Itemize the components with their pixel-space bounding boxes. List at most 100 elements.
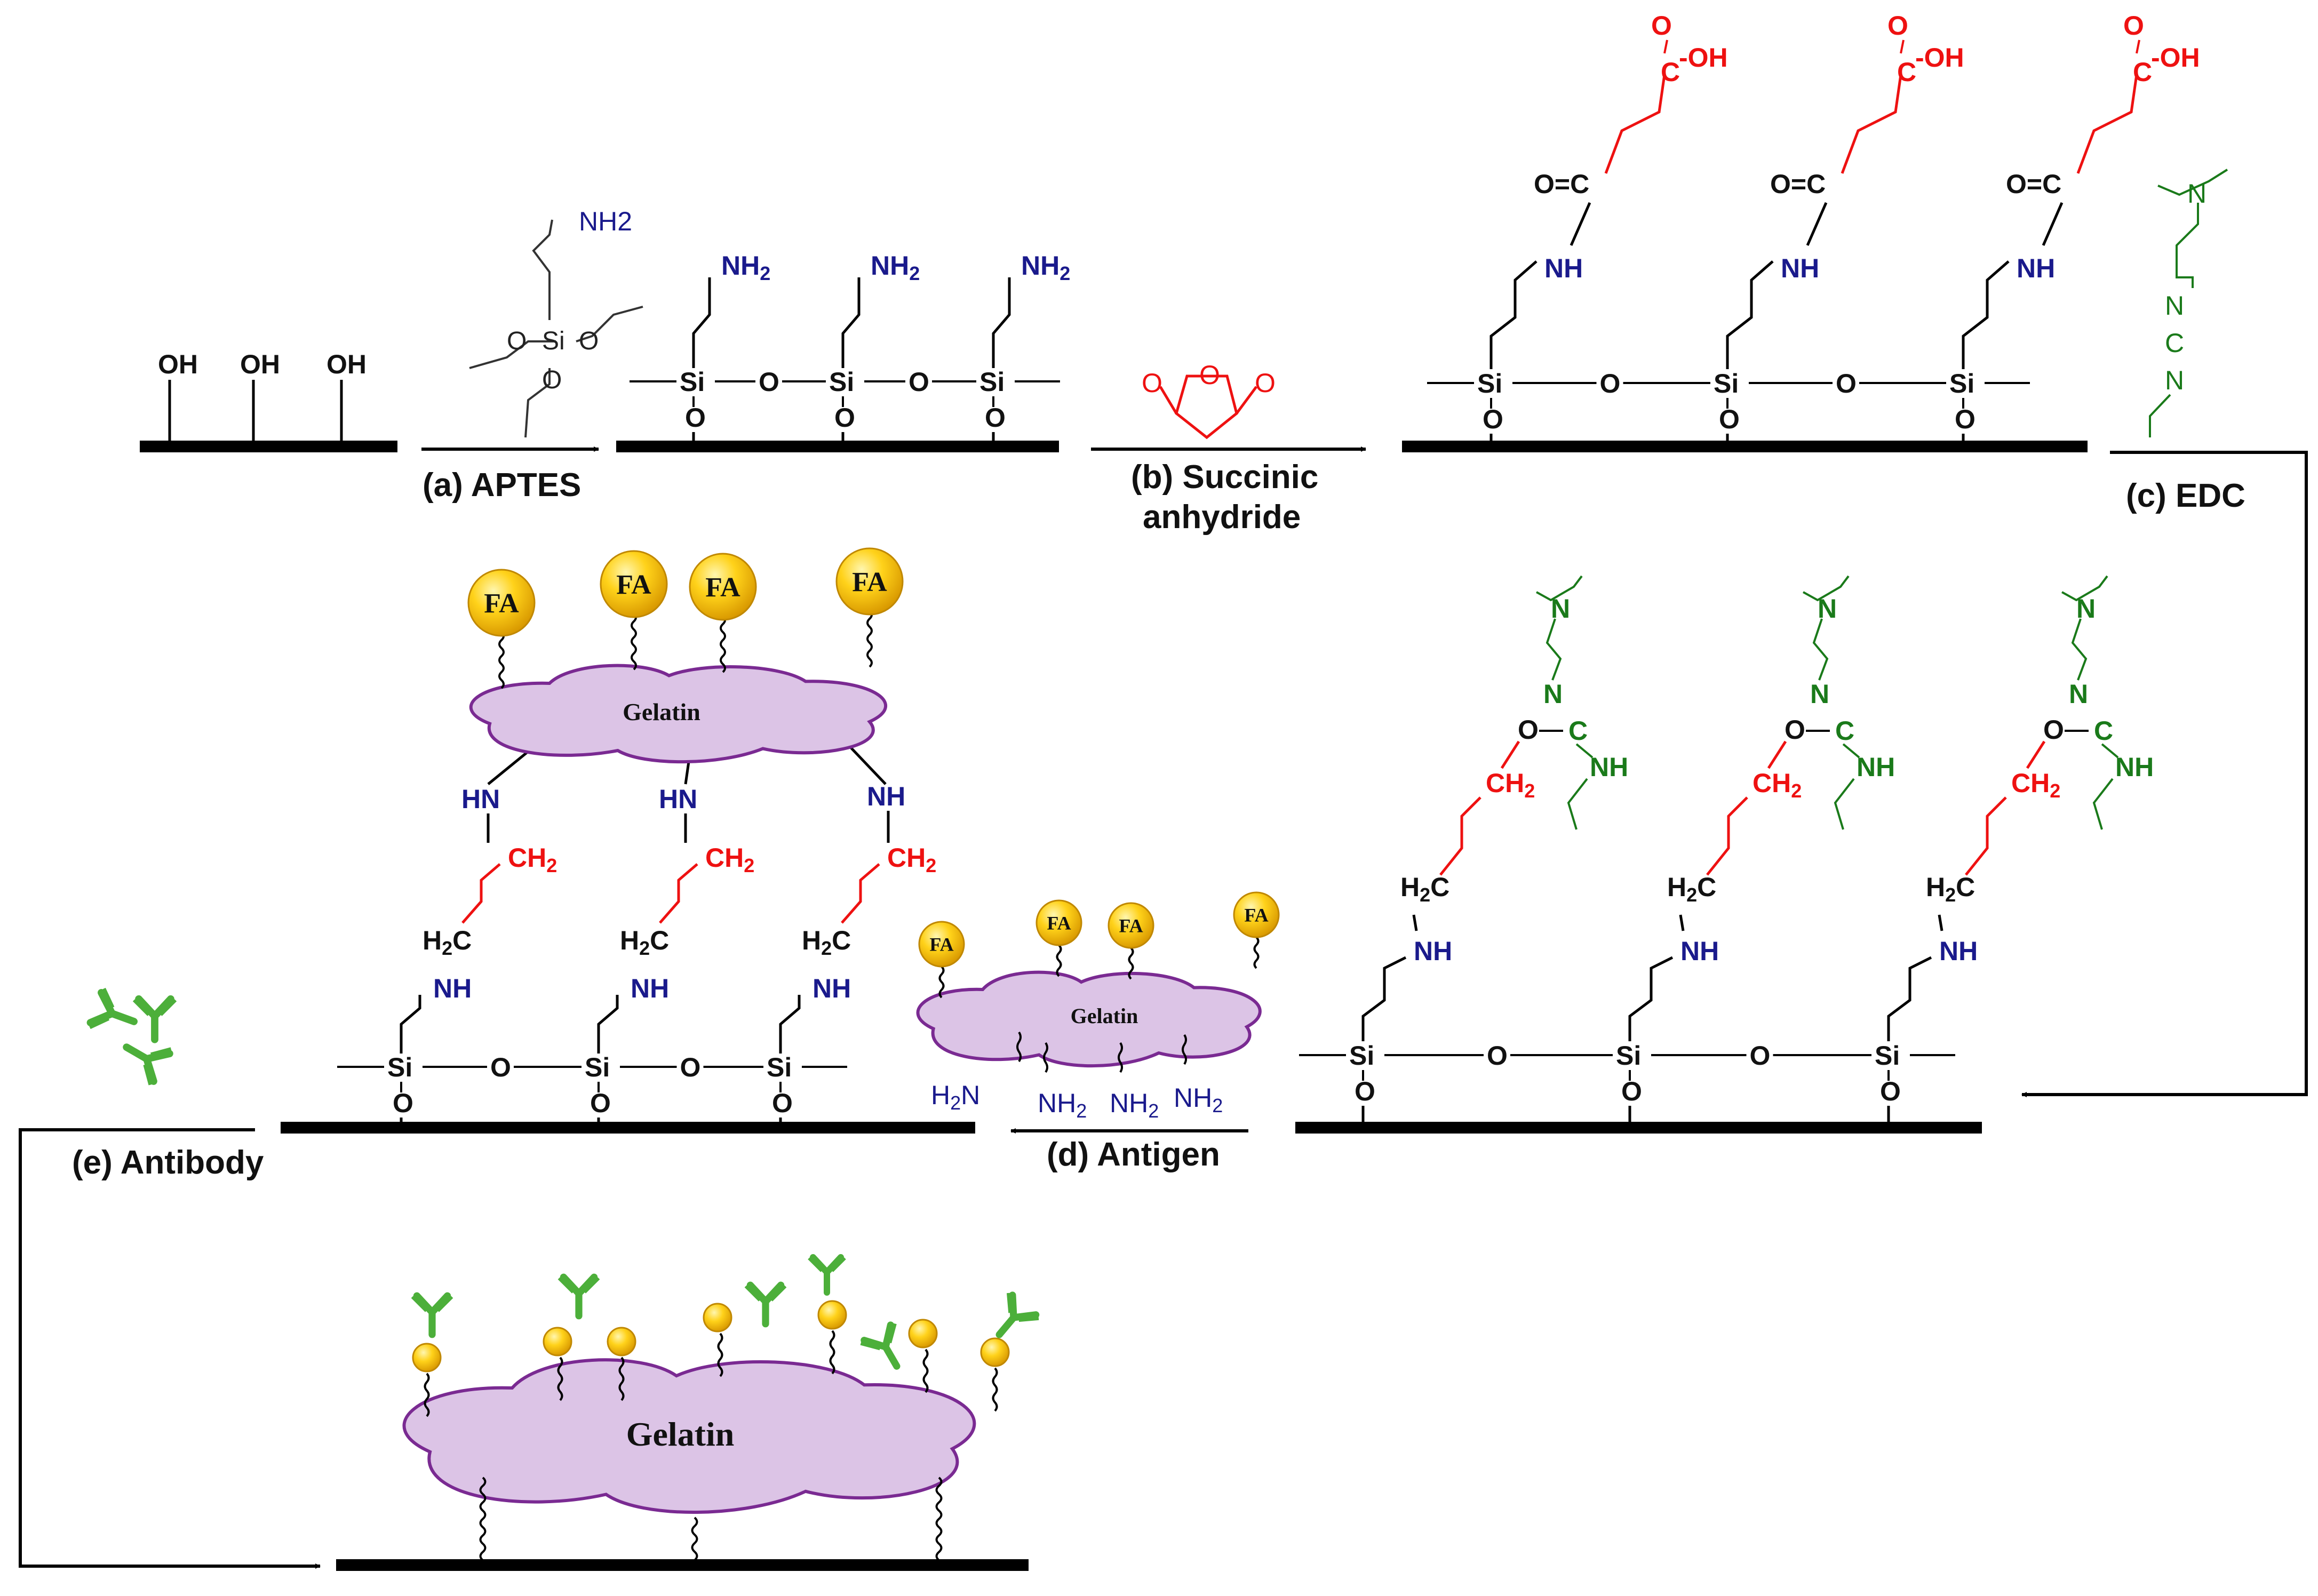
s3-nh-c-2 — [1806, 202, 1828, 246]
s4-edc-n-2: N — [1810, 679, 1829, 709]
s4-ch2-o-2 — [1767, 740, 1787, 769]
s5-fa-linker-2 — [631, 612, 637, 671]
aptes-o-right: O — [579, 327, 599, 355]
sub-2: 2 — [1148, 1100, 1159, 1122]
s3-o-bridge-1: O — [1600, 369, 1621, 398]
s4-dma-me-2 — [1803, 575, 1850, 602]
s4-o-bridge-2: O — [1750, 1041, 1771, 1071]
s3-cooh-c-1: C — [1661, 57, 1680, 87]
s3-nh-3: NH — [2017, 253, 2055, 283]
sub-2: 2 — [1524, 780, 1535, 802]
antibody-free-3 — [123, 1043, 173, 1086]
s4-ester-o-3: O — [2043, 715, 2064, 745]
fa-ball-large-3: FA — [689, 553, 757, 621]
s3-si-3: Si — [1949, 369, 1974, 398]
final-anchor-linker-2 — [691, 1517, 698, 1561]
sub-2: 2 — [950, 1092, 961, 1114]
s4-edc-nh-1: NH — [1590, 752, 1628, 782]
fa-ball — [689, 553, 757, 621]
final-fa-linker-3 — [618, 1356, 625, 1401]
fa-ball — [607, 1327, 636, 1356]
anhydride-o-left: O — [1142, 368, 1162, 398]
s4-propyl-2 — [1628, 956, 1674, 1041]
antigen-nh2-linker-2 — [1043, 1042, 1048, 1073]
gelatin-cloud-2: Gelatin — [916, 970, 1262, 1068]
fa-ball — [908, 1319, 938, 1348]
s5-h2c-2: H2C — [620, 925, 669, 959]
s4-ethyl-2 — [1834, 778, 1855, 830]
s5-nh-3: NH — [813, 973, 851, 1003]
s2-o-bridge-1: O — [759, 367, 779, 397]
gelatin-cloud-3: Gelatin — [402, 1358, 976, 1514]
s3-chain-3 — [2076, 74, 2138, 174]
s3-propyl-2 — [1726, 260, 1774, 369]
s5-chain-2 — [659, 863, 698, 924]
step-label-e: (e) Antibody — [72, 1144, 264, 1181]
s3-propyl-3 — [1962, 260, 2010, 369]
fa-ball — [817, 1300, 847, 1330]
step-labels: (a) APTES (b) Succinic anhydride (c) EDC… — [72, 459, 2245, 1181]
n: N — [961, 1080, 980, 1110]
s4-dma-me-1 — [1536, 575, 1583, 602]
antigen-amine-1: H2N — [931, 1080, 980, 1114]
aptes-o-bottom: O — [542, 366, 562, 394]
final-anchor-linker-1 — [479, 1477, 487, 1561]
reaction-arrows — [19, 446, 2308, 1569]
antigen-fa-linker-3 — [1128, 947, 1134, 980]
s4-ch2-o-3 — [2026, 740, 2046, 769]
s5-o-down-3: O — [772, 1088, 793, 1118]
fa-ball-large-4: FA — [835, 547, 904, 616]
s3-cooh-oh-2: -OH — [1915, 43, 1964, 73]
s4-si-1: Si — [1349, 1041, 1374, 1071]
s5-chain-1 — [461, 863, 501, 924]
s3-chain-1 — [1604, 74, 1666, 174]
s4-o-bridge-1: O — [1487, 1041, 1508, 1071]
s4-amine-arm-1 — [1546, 618, 1562, 681]
final-fa-ball-1 — [412, 1343, 442, 1372]
edc-n-1: N — [2165, 291, 2184, 321]
c: C — [832, 925, 851, 955]
s4-edc-c-3: C — [2094, 716, 2113, 746]
fa-ball — [600, 550, 668, 618]
s2-nh2-3: NH2 — [1021, 251, 1070, 284]
s4-propyl-3 — [1887, 956, 1932, 1041]
fa-label: FA — [1119, 915, 1143, 937]
s3-si-2: Si — [1714, 369, 1739, 398]
fa-ball — [980, 1337, 1010, 1367]
final-fa-linker-5 — [829, 1330, 835, 1375]
sub-2: 2 — [1076, 1100, 1087, 1122]
s3-nh-2: NH — [1781, 253, 1819, 283]
fa-ball-small-2: FA — [1035, 899, 1082, 946]
s2-nh2-1: NH2 — [721, 251, 770, 284]
s3-o-bridge-2: O — [1836, 369, 1857, 398]
s5-chain-3 — [841, 863, 880, 924]
sub-2: 2 — [1791, 780, 1802, 802]
antigen-fa-linker-2 — [1056, 944, 1062, 977]
antigen-fa-linker-4 — [1253, 936, 1260, 969]
antibody-free-2 — [132, 995, 177, 1043]
s3-cooh-dbl-2 — [1900, 39, 1905, 54]
step-label-b2: anhydride — [1143, 499, 1301, 536]
s5-ch2-3: CH2 — [887, 843, 936, 876]
fa-label: FA — [705, 572, 740, 603]
surface-bar-6 — [336, 1559, 1029, 1571]
s3-carbonyl-1: O=C — [1534, 169, 1589, 199]
s2-o-down-3: O — [985, 403, 1006, 433]
s5-propyl-3 — [779, 995, 801, 1054]
sub-2: 2 — [1420, 884, 1430, 906]
fa-ball — [918, 921, 965, 968]
s5-hn-1: HN — [461, 784, 500, 814]
fa-ball — [412, 1343, 442, 1372]
s3-o-down-2: O — [1719, 404, 1740, 434]
s5-ch2-2: CH2 — [705, 843, 754, 876]
s4-o-down-2: O — [1621, 1076, 1642, 1106]
s3-cooh-c-3: C — [2133, 57, 2152, 87]
s3-nh-c-3 — [2042, 202, 2064, 246]
antibody-free-1 — [86, 987, 138, 1030]
s3-cooh-dbl-1 — [1663, 39, 1668, 54]
final-fa-ball-4 — [703, 1303, 732, 1332]
fa-ball-small-1: FA — [918, 921, 965, 968]
